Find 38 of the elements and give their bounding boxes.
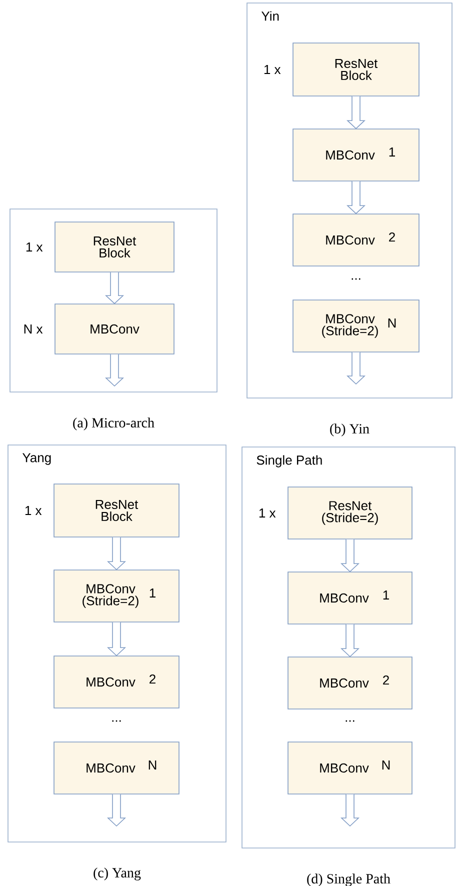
ellipsis: ... [346, 720, 354, 722]
arrow [340, 794, 360, 827]
arrow [340, 624, 360, 658]
block-box: MBConv (Stride=2) 1 [54, 570, 180, 622]
arrow [107, 537, 126, 570]
ellipsis: ... [112, 720, 121, 722]
ellipsis: ... [352, 278, 360, 280]
repeat-label: N x [24, 324, 43, 334]
repeat-label: 1 x [259, 508, 276, 518]
arrow [105, 272, 124, 304]
repeat-label: 1 x [26, 242, 43, 252]
block-box: MBConv (Stride=2) N [292, 300, 420, 352]
repeat-label: 1 x [25, 506, 42, 515]
arrow [107, 794, 126, 827]
block-box: MBConv 2 [288, 656, 412, 710]
arrow [340, 539, 360, 572]
block-box: MBConv 2 [54, 656, 180, 708]
block-box: MBConv 2 [292, 214, 420, 266]
arrow [346, 352, 366, 385]
repeat-label: 1 x [264, 65, 281, 74]
arrow [107, 622, 126, 656]
block-box: MBConv 1 [288, 572, 412, 624]
panel-label: (a) Micro-arch [73, 418, 154, 430]
block-box: ResNet Block [292, 42, 420, 96]
block-box: ResNet Block [54, 222, 174, 272]
block-box: MBConv N [288, 742, 412, 794]
arrow [346, 181, 366, 214]
block-box: ResNet Block [54, 484, 180, 538]
arrow [346, 96, 366, 130]
block-box: MBConv N [54, 742, 180, 794]
panel-label: (d) Single Path [307, 874, 390, 886]
arrow [105, 354, 124, 387]
panel-frame [10, 208, 218, 392]
block-box: MBConv [54, 304, 174, 354]
block-box: MBConv 1 [292, 128, 420, 182]
block-box: ResNet (Stride=2) [288, 486, 412, 540]
panel-label: (b) Yin [330, 424, 370, 436]
panel-label: (c) Yang [94, 868, 141, 880]
